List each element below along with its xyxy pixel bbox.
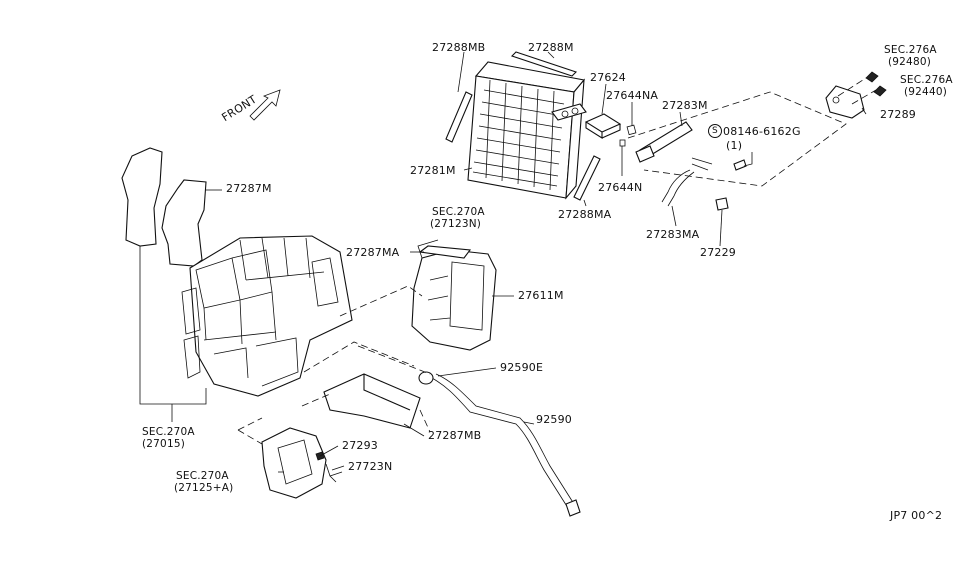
foot-duct bbox=[261, 427, 327, 499]
clip-27723N bbox=[325, 463, 343, 483]
section-label-270A-27123N: SEC.270A bbox=[432, 206, 485, 218]
foam-27287MB bbox=[323, 373, 421, 429]
part-label-27287MA: 27287MA bbox=[346, 246, 400, 259]
part-label-27288MB: 27288MB bbox=[432, 41, 486, 54]
part-label-27287M: 27287M bbox=[226, 182, 272, 195]
part-label-bolt-qty: (1) bbox=[726, 139, 743, 152]
part-label-08146-6162G: 08146-6162G bbox=[723, 125, 801, 138]
part-label-27288M: 27288M bbox=[528, 41, 574, 54]
seal-27288MA bbox=[573, 155, 601, 201]
section-label-270A-27015: SEC.270A bbox=[142, 426, 195, 438]
expansion-valve bbox=[584, 113, 622, 139]
section-sub-27123N: (27123N) bbox=[430, 218, 482, 230]
gasket-27287M bbox=[161, 179, 207, 267]
part-label-27281M: 27281M bbox=[410, 164, 456, 177]
side-panel bbox=[121, 147, 163, 247]
grommet-27289 bbox=[825, 85, 865, 119]
part-label-27723N: 27723N bbox=[348, 460, 393, 473]
part-label-27644NA: 27644NA bbox=[606, 89, 659, 102]
part-label-27289: 27289 bbox=[880, 108, 916, 121]
diagram-code: JP7 00^2 bbox=[890, 509, 943, 522]
bolt-08146 bbox=[733, 159, 747, 171]
section-sub-27125A: (27125+A) bbox=[174, 482, 234, 494]
section-label-276A-92440: SEC.276A bbox=[900, 74, 953, 86]
drain-hose bbox=[418, 371, 581, 517]
evaporator-core bbox=[467, 61, 587, 200]
section-label-276A-92480: SEC.276A bbox=[884, 44, 937, 56]
part-label-27283MA: 27283MA bbox=[646, 228, 700, 241]
seal-27288M bbox=[510, 51, 578, 77]
front-arrow-icon bbox=[249, 89, 281, 121]
part-label-27287MB: 27287MB bbox=[428, 429, 482, 442]
clip-92440 bbox=[873, 85, 887, 97]
part-label-27283M: 27283M bbox=[662, 99, 708, 112]
part-label-27624: 27624 bbox=[590, 71, 626, 84]
duct-27611M bbox=[411, 239, 497, 351]
part-label-27644N: 27644N bbox=[598, 181, 643, 194]
section-sub-92480: (92480) bbox=[888, 56, 931, 68]
part-label-27293: 27293 bbox=[342, 439, 378, 452]
heater-unit-housing bbox=[181, 235, 353, 397]
seal-27287MA bbox=[418, 245, 472, 259]
part-label-27288MA: 27288MA bbox=[558, 208, 612, 221]
clip-92480 bbox=[865, 71, 879, 83]
seal-27288MB bbox=[445, 91, 473, 143]
bolt-27229 bbox=[715, 197, 729, 211]
o-ring-27644N bbox=[619, 139, 626, 147]
part-label-27611M: 27611M bbox=[518, 289, 564, 302]
section-label-270A-27125A: SEC.270A bbox=[176, 470, 229, 482]
pipe-27283M bbox=[635, 121, 693, 163]
part-label-27229: 27229 bbox=[700, 246, 736, 259]
section-sub-27015: (27015) bbox=[142, 438, 185, 450]
part-label-92590: 92590 bbox=[536, 413, 572, 426]
section-sub-92440: (92440) bbox=[904, 86, 947, 98]
bolt-symbol-icon: S bbox=[708, 124, 722, 138]
part-label-92590E: 92590E bbox=[500, 361, 544, 374]
o-ring-27644NA bbox=[626, 124, 637, 136]
pipe-27283MA bbox=[661, 157, 713, 207]
